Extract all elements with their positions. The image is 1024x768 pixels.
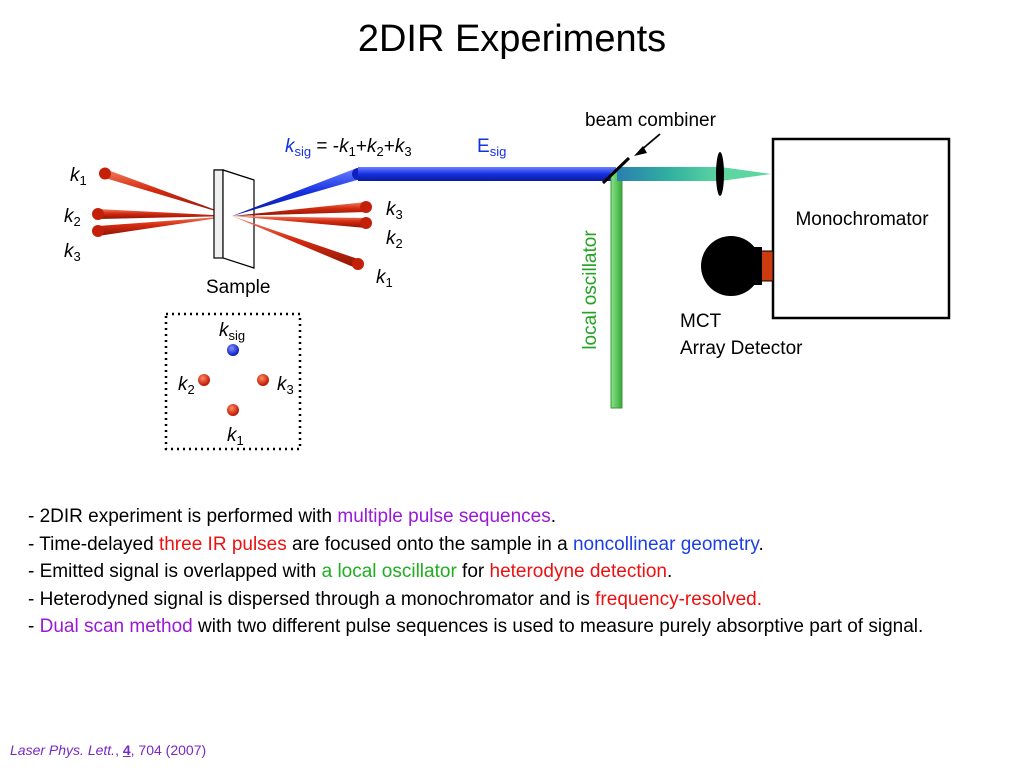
local-oscillator-label: local oscillator	[580, 230, 601, 350]
beam-combiner-mirror	[601, 156, 631, 185]
incoming-beam-k1	[99, 167, 232, 216]
inset-label-k2: k2	[178, 374, 195, 397]
bullet-list: - 2DIR experiment is performed with mult…	[28, 503, 978, 641]
ksig-equation: ksig = -k1+k2+k3	[285, 136, 412, 159]
sample-plate	[213, 169, 255, 269]
combined-beam	[617, 167, 721, 181]
focused-beam	[721, 167, 771, 181]
incoming-beam-k3	[92, 216, 232, 237]
inset-label-ksig: ksig	[219, 320, 246, 343]
beam-geometry-inset	[164, 312, 302, 451]
bullet-item: - Dual scan method with two different pu…	[28, 616, 924, 637]
inset-dot-k3	[257, 374, 269, 386]
monochromator-label: Monochromator	[795, 209, 929, 230]
outgoing-beam-k1	[232, 216, 364, 270]
inset-dot-k2	[198, 374, 210, 386]
outgoing-beam-k3	[232, 201, 372, 216]
inset-label-k3: k3	[277, 374, 294, 397]
bullet-item: - Emitted signal is overlapped with a lo…	[28, 561, 673, 582]
bullet-item: - 2DIR experiment is performed with mult…	[28, 506, 557, 527]
label-k2-in: k2	[64, 206, 81, 229]
label-k3-in: k3	[64, 241, 81, 264]
sample-label: Sample	[206, 277, 271, 298]
inset-dot-ksig	[227, 344, 239, 356]
monochromator-box	[771, 137, 951, 320]
setup-diagram	[92, 133, 951, 451]
label-k2-out: k2	[386, 228, 403, 251]
incoming-beam-k2	[92, 208, 232, 220]
inset-label-k1: k1	[227, 425, 244, 448]
mct-detector	[701, 236, 774, 296]
label-k1-in: k1	[70, 165, 87, 188]
beam-combiner-arrow	[634, 133, 661, 156]
esig-label: Esig	[477, 136, 507, 159]
detector-label-line1: MCT	[680, 311, 722, 332]
beam-combiner-label: beam combiner	[585, 110, 716, 131]
label-k1-out: k1	[376, 267, 393, 290]
bullet-item: - Time-delayed three IR pulses are focus…	[28, 533, 764, 555]
signal-beam	[232, 167, 616, 216]
local-oscillator-beam	[610, 171, 623, 409]
detector-label-line2: Array Detector	[680, 338, 803, 359]
inset-dot-k1	[227, 404, 239, 416]
label-k3-out: k3	[386, 199, 403, 222]
outgoing-beam-k2	[232, 216, 372, 229]
bullet-item: - Heterodyned signal is dispersed throug…	[28, 588, 763, 610]
slide-title: 2DIR Experiments	[357, 18, 667, 60]
citation: Laser Phys. Lett., 4, 704 (2007)	[10, 742, 207, 758]
focusing-lens	[716, 152, 724, 196]
